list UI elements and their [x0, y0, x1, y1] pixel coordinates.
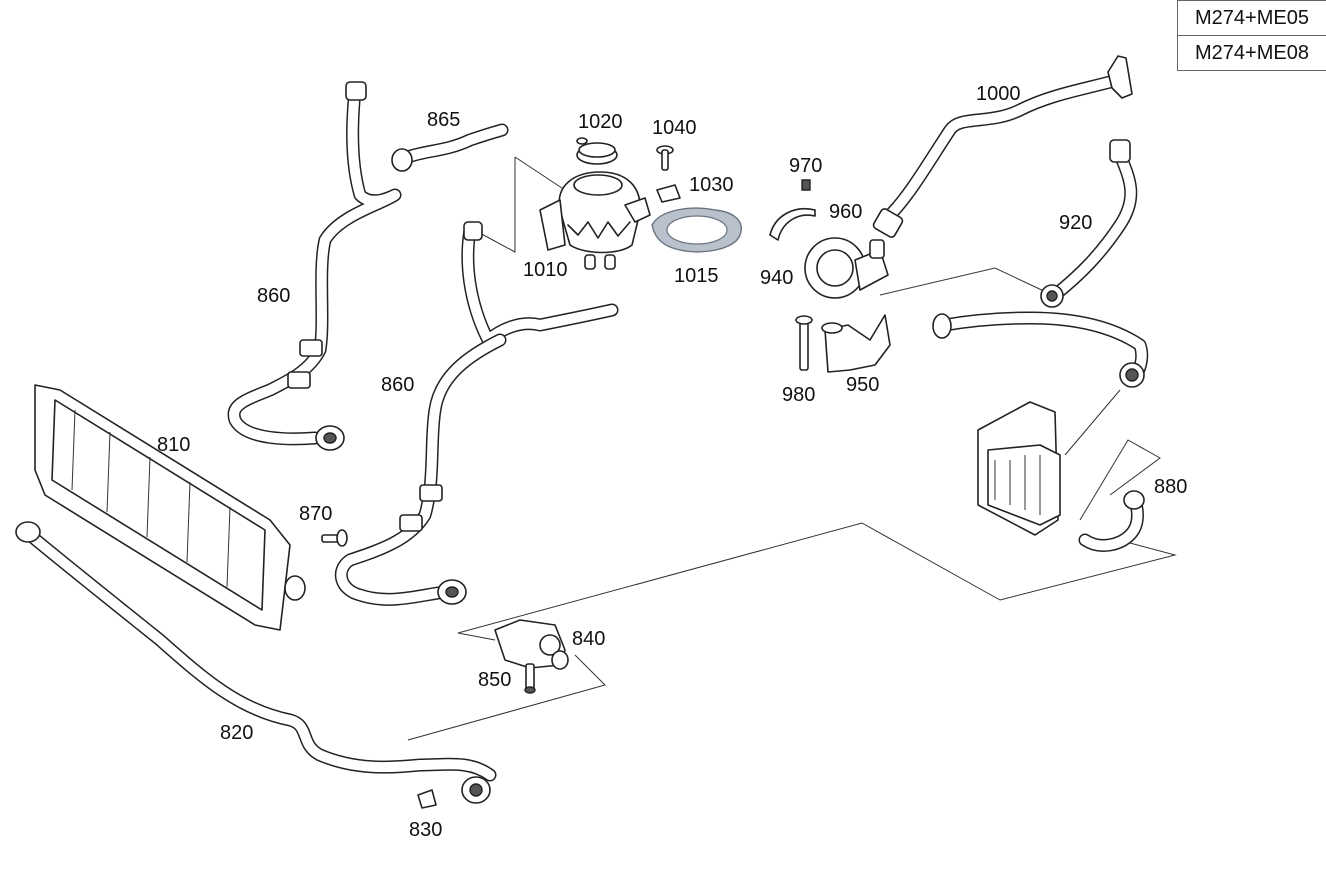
clip-1030 [656, 184, 681, 203]
hose-920 [1040, 139, 1138, 308]
hose-return-right [932, 311, 1149, 388]
sensor-850 [524, 663, 536, 694]
heat-exchanger [977, 401, 1061, 536]
hose-880 [1078, 490, 1145, 552]
screw-970 [801, 179, 811, 191]
cap-1020 [576, 137, 618, 165]
hose-865 [391, 123, 509, 172]
callout-820: 820 [220, 722, 253, 744]
leader-lines [407, 156, 1177, 741]
clip-830 [417, 789, 437, 809]
screw-1040 [656, 145, 674, 171]
callout-865: 865 [427, 109, 460, 131]
variant-row: M274+ME05 [1178, 1, 1326, 36]
callout-810: 810 [157, 434, 190, 456]
screw-870 [321, 529, 348, 547]
variant-row: M274+ME08 [1195, 42, 1309, 64]
callout-830: 830 [409, 819, 442, 841]
clamp-960 [769, 208, 816, 241]
callout-labels: 1000 865 1020 1040 970 1030 960 920 1010… [157, 83, 1187, 841]
callout-1040: 1040 [652, 117, 697, 139]
callout-870: 870 [299, 503, 332, 525]
bracket-950 [821, 314, 891, 373]
callout-940: 940 [760, 267, 793, 289]
bolt-980 [795, 315, 813, 371]
radiator-810 [34, 384, 306, 631]
hose-860-upper [227, 81, 402, 451]
callout-1010: 1010 [523, 259, 568, 281]
callout-970: 970 [789, 155, 822, 177]
callout-860-upper: 860 [257, 285, 290, 307]
callout-840: 840 [572, 628, 605, 650]
callout-1020: 1020 [578, 111, 623, 133]
callout-1015: 1015 [674, 265, 719, 287]
callout-880: 880 [1154, 476, 1187, 498]
callout-1000: 1000 [976, 83, 1021, 105]
callout-920: 920 [1059, 212, 1092, 234]
hose-1000 [872, 55, 1133, 238]
thermostat-840 [494, 619, 569, 670]
variant-table: M274+ME05 M274+ME08 [1177, 0, 1326, 71]
callout-860-lower: 860 [381, 374, 414, 396]
water-pump-940 [804, 237, 889, 299]
callout-960: 960 [829, 201, 862, 223]
expansion-tank-1010 [539, 171, 651, 270]
callout-1030: 1030 [689, 174, 734, 196]
hose-860-lower [334, 221, 619, 606]
hose-820 [15, 521, 497, 804]
holder-1015 [651, 207, 742, 253]
callout-980: 980 [782, 384, 815, 406]
callout-850: 850 [478, 669, 511, 691]
callout-950: 950 [846, 374, 879, 396]
